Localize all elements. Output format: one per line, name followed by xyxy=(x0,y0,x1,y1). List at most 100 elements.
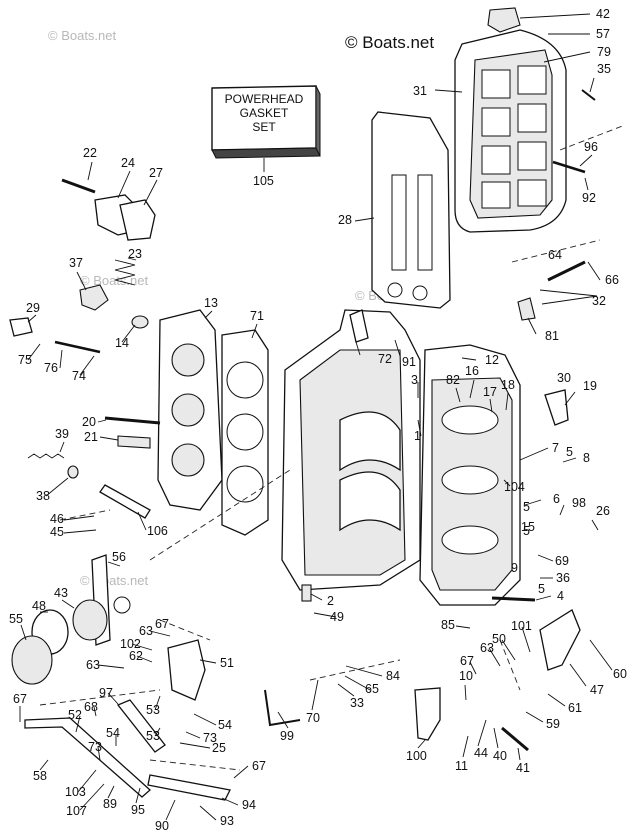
callout-5: 5 xyxy=(523,500,530,514)
callout-73: 73 xyxy=(88,740,102,754)
callout-68: 68 xyxy=(84,700,98,714)
callout-67: 67 xyxy=(155,617,169,631)
callout-59: 59 xyxy=(546,717,560,731)
callout-95: 95 xyxy=(131,803,145,817)
callout-43: 43 xyxy=(54,586,68,600)
gasket-set-line2: GASKET xyxy=(240,106,289,120)
callout-53: 53 xyxy=(146,703,160,717)
callout-62: 62 xyxy=(129,649,143,663)
callout-56: 56 xyxy=(112,550,126,564)
callout-8: 8 xyxy=(583,451,590,465)
gasket-set-line1: POWERHEAD xyxy=(225,92,304,106)
callout-74: 74 xyxy=(72,369,86,383)
callout-36: 36 xyxy=(556,571,570,585)
parts xyxy=(9,7,626,801)
gasket-set-box: POWERHEAD GASKET SET xyxy=(211,85,321,172)
gasket-set-line3: SET xyxy=(252,120,276,134)
callout-15: 15 xyxy=(521,520,535,534)
callout-55: 55 xyxy=(9,612,23,626)
callout-89: 89 xyxy=(103,797,117,811)
callout-44: 44 xyxy=(474,746,488,760)
callout-54: 54 xyxy=(218,718,232,732)
callout-16: 16 xyxy=(465,364,479,378)
callout-4: 4 xyxy=(557,589,564,603)
callout-5: 5 xyxy=(566,445,573,459)
callout-5: 5 xyxy=(538,582,545,596)
callout-96: 96 xyxy=(584,140,598,154)
watermark: © Boats.net xyxy=(80,273,149,288)
callout-21: 21 xyxy=(84,430,98,444)
callout-42: 42 xyxy=(596,7,610,21)
callout-81: 81 xyxy=(545,329,559,343)
callout-70: 70 xyxy=(306,711,320,725)
watermark: © Boats.net xyxy=(48,28,117,43)
callout-49: 49 xyxy=(330,610,344,624)
callout-92: 92 xyxy=(582,191,596,205)
callout-76: 76 xyxy=(44,361,58,375)
callout-50: 50 xyxy=(492,632,506,646)
callout-18: 18 xyxy=(501,378,515,392)
callout-28: 28 xyxy=(338,213,352,227)
callout-93: 93 xyxy=(220,814,234,828)
callout-5: 5 xyxy=(523,524,530,538)
callout-39: 39 xyxy=(55,427,69,441)
callout-17: 17 xyxy=(483,385,497,399)
callout-12: 12 xyxy=(485,353,499,367)
callout-67: 67 xyxy=(252,759,266,773)
callout-103: 103 xyxy=(65,785,86,799)
callout-30: 30 xyxy=(557,371,571,385)
callout-79: 79 xyxy=(597,45,611,59)
copyright-text: © Boats.net xyxy=(345,33,434,52)
callout-52: 52 xyxy=(68,708,82,722)
leader-lines xyxy=(19,13,613,821)
callout-7: 7 xyxy=(552,441,559,455)
callout-101: 101 xyxy=(511,619,532,633)
callout-65: 65 xyxy=(365,682,379,696)
callout-47: 47 xyxy=(590,683,604,697)
callout-22: 22 xyxy=(83,146,97,160)
callout-67: 67 xyxy=(460,654,474,668)
callout-45: 45 xyxy=(50,525,64,539)
callout-97: 97 xyxy=(99,686,113,700)
callout-10: 10 xyxy=(459,669,473,683)
callout-9: 9 xyxy=(511,561,518,575)
callout-labels: 1 2 3 4 5 5 5 5 6 7 8 9 10 11 12 13 14 1… xyxy=(9,7,627,833)
callout-23: 23 xyxy=(128,247,142,261)
callout-38: 38 xyxy=(36,489,50,503)
callout-27: 27 xyxy=(149,166,163,180)
callout-11: 11 xyxy=(455,759,468,773)
callout-60: 60 xyxy=(613,667,627,681)
callout-63: 63 xyxy=(86,658,100,672)
callout-90: 90 xyxy=(155,819,169,833)
callout-53: 53 xyxy=(146,729,160,743)
callout-32: 32 xyxy=(592,294,606,308)
callout-84: 84 xyxy=(386,669,400,683)
callout-51: 51 xyxy=(220,656,234,670)
watermark: © Boats.net xyxy=(80,573,149,588)
callout-71: 71 xyxy=(250,309,264,323)
callout-66: 66 xyxy=(605,273,619,287)
callout-98: 98 xyxy=(572,496,586,510)
callout-14: 14 xyxy=(115,336,129,350)
callout-61: 61 xyxy=(568,701,582,715)
callout-64: 64 xyxy=(548,248,562,262)
callout-25: 25 xyxy=(212,741,226,755)
callout-105: 105 xyxy=(253,174,274,188)
callout-69: 69 xyxy=(555,554,569,568)
callout-13: 13 xyxy=(204,296,218,310)
callout-6: 6 xyxy=(553,492,560,506)
callout-106: 106 xyxy=(147,524,168,538)
callout-26: 26 xyxy=(596,504,610,518)
callout-67: 67 xyxy=(13,692,27,706)
callout-75: 75 xyxy=(18,353,32,367)
callout-57: 57 xyxy=(596,27,610,41)
callout-99: 99 xyxy=(280,729,294,743)
callout-40: 40 xyxy=(493,749,507,763)
callout-31: 31 xyxy=(413,84,427,98)
callout-91: 91 xyxy=(402,355,416,369)
callout-24: 24 xyxy=(121,156,135,170)
callout-102: 102 xyxy=(120,637,141,651)
callout-19: 19 xyxy=(583,379,597,393)
callout-54: 54 xyxy=(106,726,120,740)
callout-35: 35 xyxy=(597,62,611,76)
